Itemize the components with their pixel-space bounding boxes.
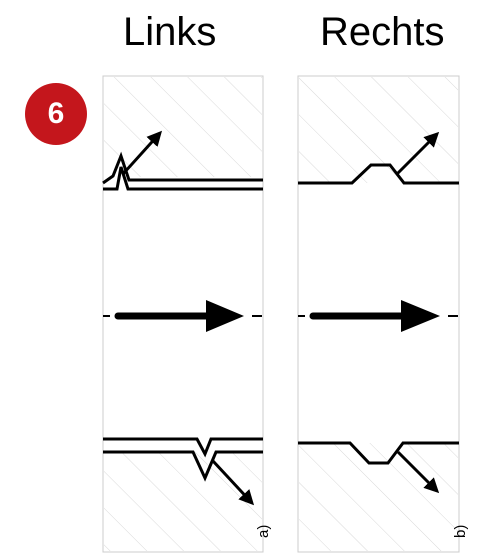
panel-left-border — [102, 75, 264, 553]
panel-right-bottom-hatch — [299, 443, 458, 551]
panel-left-bottom-hatch — [104, 452, 262, 551]
right-middle-arrow-head — [401, 300, 440, 332]
step-number-badge: 6 — [25, 83, 87, 145]
panel-left-top-hatch — [104, 77, 262, 177]
panel-right-top-hatch — [299, 77, 458, 183]
panel-right: b) — [297, 75, 469, 553]
left-bottom-seam-lower-line — [103, 450, 263, 482]
column-title-rechts: Rechts — [320, 10, 445, 54]
right-bottom-diagonal-arrow — [396, 450, 440, 494]
column-title-links: Links — [123, 10, 217, 54]
panel-label-a: a) — [255, 525, 272, 538]
left-bottom-seam-upper-line — [103, 437, 263, 458]
panel-right-border — [297, 75, 460, 553]
left-middle-arrow-head — [206, 300, 244, 332]
left-top-seam-lower-line — [103, 166, 263, 191]
left-top-seam-upper-line — [102, 151, 263, 185]
panel-label-b: b) — [452, 525, 469, 538]
right-bottom-seam-line — [298, 441, 459, 465]
left-bottom-diagonal-arrow — [211, 459, 255, 506]
panel-left: a) — [102, 75, 272, 553]
left-top-diagonal-arrow — [121, 130, 163, 176]
right-top-diagonal-arrow — [395, 131, 440, 176]
right-top-seam-line — [298, 163, 459, 185]
